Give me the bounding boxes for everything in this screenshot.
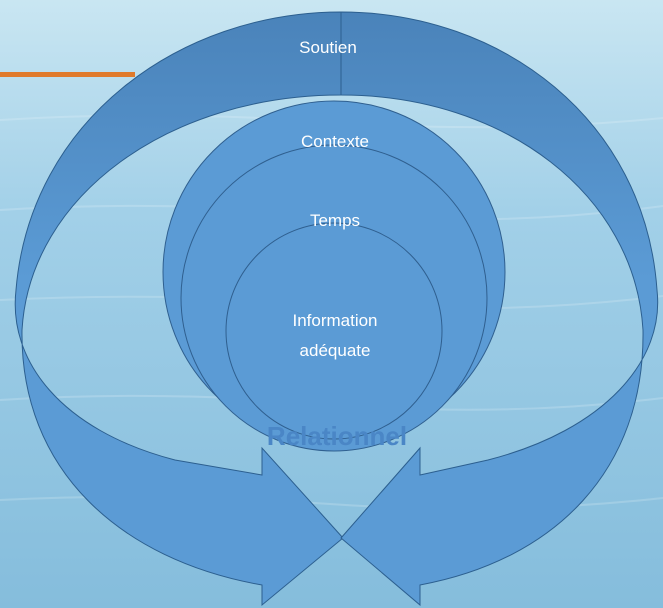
- relationnel-label: Relationnel: [267, 421, 407, 451]
- temps-label: Temps: [310, 211, 360, 230]
- information-label-line1: Information: [292, 311, 377, 330]
- information-circle: [225, 222, 443, 440]
- soutien-label: Soutien: [299, 38, 357, 57]
- left-circular-arrow: [14, 11, 344, 607]
- accent-bar: [0, 72, 135, 77]
- information-label-line2: adéquate: [300, 341, 371, 360]
- contexte-label: Contexte: [301, 132, 369, 151]
- right-circular-arrow: [340, 11, 659, 607]
